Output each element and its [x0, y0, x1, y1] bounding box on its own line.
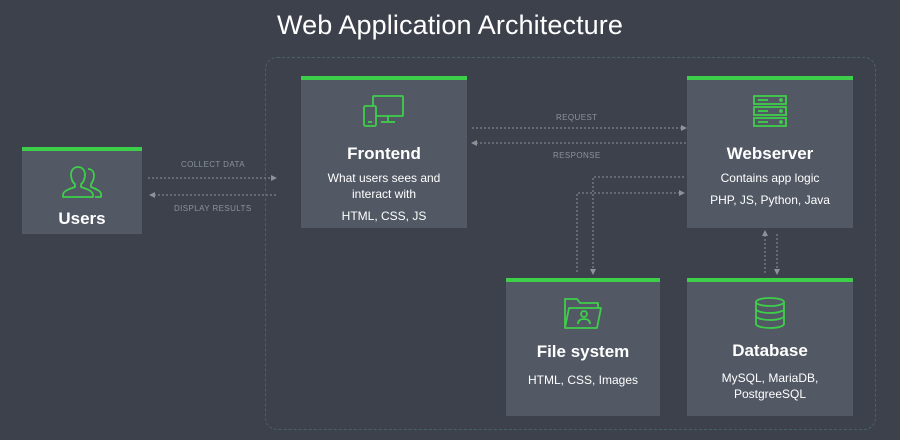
request-label: REQUEST [556, 113, 598, 122]
filesystem-tech: HTML, CSS, Images [527, 373, 639, 387]
folder-user-icon [506, 296, 660, 330]
frontend-title: Frontend [347, 144, 421, 163]
diagram-title: Web Application Architecture [277, 10, 623, 40]
response-label: RESPONSE [553, 151, 601, 160]
server-side-region [265, 57, 876, 430]
database-icon [687, 296, 853, 330]
users-node: Users [22, 147, 142, 234]
webserver-desc-line-1: Contains app logic [720, 171, 820, 185]
database-description: MySQL, MariaDB, PostgreeSQL [693, 370, 847, 402]
frontend-tech: HTML, CSS, JS [341, 209, 427, 223]
display-results-label: DISPLAY RESULTS [174, 204, 252, 213]
frontend-desc-line-1: What users sees and [327, 171, 441, 185]
filesystem-title: File system [536, 342, 630, 361]
filesystem-description: HTML, CSS, Images [512, 372, 654, 388]
collect-data-label: COLLECT DATA [181, 160, 245, 169]
frontend-desc-line-2: interact with [351, 187, 417, 201]
database-desc-line-2: PostgreeSQL [733, 387, 807, 401]
webserver-title: Webserver [726, 144, 814, 163]
webserver-tech: PHP, JS, Python, Java [710, 193, 830, 207]
webserver-node: Webserver Contains app logic PHP, JS, Py… [687, 76, 853, 228]
filesystem-node: File system HTML, CSS, Images [506, 278, 660, 416]
webserver-to-filesystem-arrow [590, 176, 684, 275]
webserver-description: Contains app logic PHP, JS, Python, Java [693, 170, 847, 208]
database-title: Database [732, 341, 808, 360]
frontend-description: What users sees and interact with HTML, … [307, 170, 461, 224]
server-icon [687, 94, 853, 128]
users-title: Users [58, 209, 106, 228]
database-desc-line-1: MySQL, MariaDB, [721, 371, 819, 385]
filesystem-to-webserver-arrow [576, 190, 685, 272]
frontend-node: Frontend What users sees and interact wi… [301, 76, 467, 228]
users-icon [22, 163, 142, 199]
devices-icon [301, 94, 467, 128]
database-node: Database MySQL, MariaDB, PostgreeSQL [687, 278, 853, 416]
